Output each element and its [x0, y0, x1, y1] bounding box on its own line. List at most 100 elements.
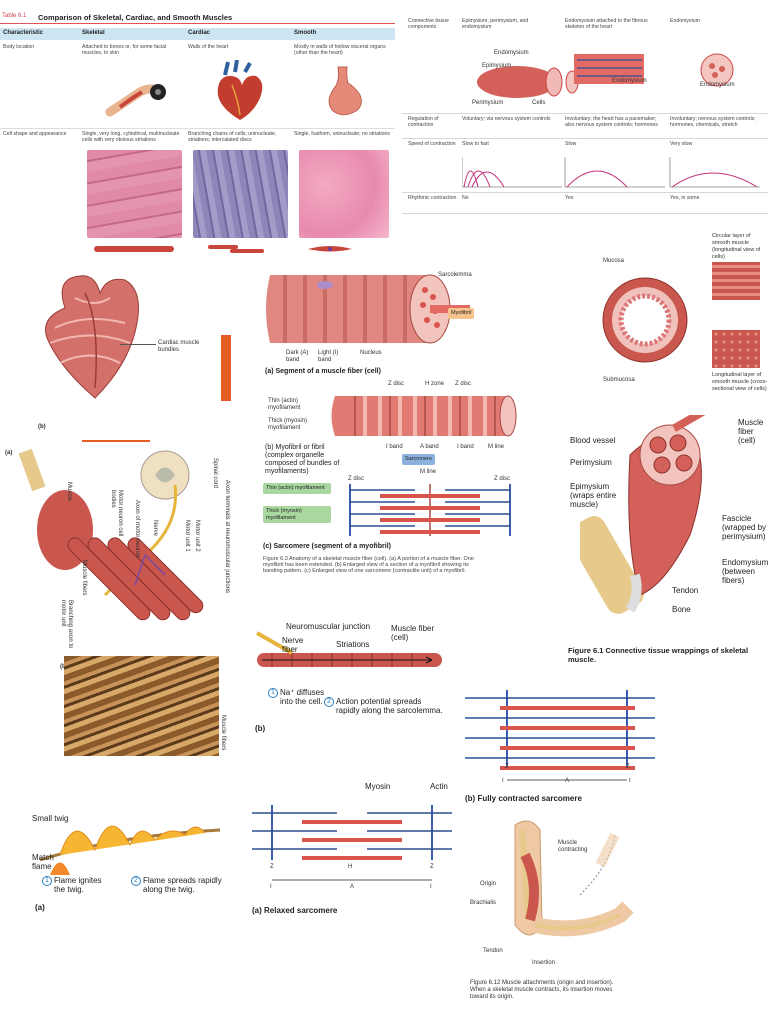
bone-label: Bone: [672, 605, 691, 614]
twig-step-1-badge: 1: [42, 876, 52, 886]
relaxed-i-2: I: [430, 884, 432, 890]
connective-cardiac: Endomysium attached to the fibrous skele…: [565, 18, 648, 31]
muscle-fiber-label: Muscle fiber (cell): [738, 418, 764, 445]
figure-6-12-caption: Figure 6.12 Muscle attachments (origin a…: [470, 980, 614, 1000]
relaxed-sarcomere-illustration: [252, 805, 452, 881]
fig-label-endomysium-3: Endomysium: [700, 82, 735, 88]
row-divider: [0, 128, 395, 129]
striations-label: Striations: [336, 640, 370, 649]
connective-wrappings-illustration: [580, 415, 720, 614]
relaxed-z-1: Z: [270, 864, 274, 870]
origin-label: Origin: [480, 881, 497, 887]
i-band-label-1: I band: [386, 444, 403, 450]
nerve-fiber-label: Nerve fiber: [282, 636, 304, 654]
body-location-skeletal: Attached to bones or, for some facial mu…: [82, 44, 167, 57]
cell-shape-label: Cell shape and appearance: [3, 131, 67, 137]
m-line-label: M line: [420, 469, 437, 475]
relaxed-a: A: [350, 884, 355, 890]
circular-layer-label: Circular layer of smooth muscle (longitu…: [712, 233, 761, 260]
longitudinal-layer-swatch: [712, 330, 760, 368]
arm-illustration: [105, 84, 166, 117]
header-row: Characteristic Skeletal Cardiac Smooth: [0, 28, 395, 40]
contracted-caption: (b) Fully contracted sarcomere: [465, 794, 582, 803]
heart-muscle-illustration: [45, 275, 139, 399]
skeletal-micrograph: [87, 150, 182, 238]
orange-rule: [82, 440, 150, 442]
nmj-micrograph: [64, 656, 219, 756]
nmj-label: Neuromuscular junction: [286, 622, 371, 631]
relaxed-i-1: I: [270, 884, 272, 890]
table-title-bar: Table 6.1 Comparison of Skeletal, Cardia…: [0, 10, 395, 24]
contracted-z-2: Z: [626, 764, 630, 770]
cardiac-micrograph: [193, 150, 288, 238]
thick-myofilament-label: Thick (myosin) myofilament: [268, 418, 308, 431]
caption-c: (c) Sarcomere (segment of a myofibril): [263, 543, 391, 550]
regulation-skeletal: Voluntary; via nervous system controls: [462, 116, 551, 122]
nmj-step-2: Action potential spreads rapidly along t…: [336, 697, 443, 715]
header-skeletal: Skeletal: [82, 30, 105, 36]
contracted-sarcomere-illustration: [465, 690, 655, 781]
speed-smooth: Very slow: [670, 141, 693, 147]
nucleus-label: Nucleus: [360, 350, 382, 356]
muscle-fiber-segment: [266, 274, 470, 344]
contracted-i-2: I: [629, 778, 631, 784]
z-disc-label-1: Z disc: [388, 381, 405, 387]
motor-panel-b: (b): [60, 664, 68, 671]
cell-shape-skeletal: Single, very long, cylindrical, multinuc…: [82, 131, 180, 144]
twig-step-1: Flame ignites the twig.: [54, 876, 102, 894]
spinal-cord-label: Spinal cord: [212, 458, 218, 489]
epimysium-label: Epimysium (wraps entire muscle): [570, 482, 617, 509]
leader-line: [120, 344, 156, 345]
sarcomere-illustration: [349, 484, 511, 536]
fig-label-cells: Cells: [532, 100, 546, 106]
branching-axon-label: Branching axon to motor unit: [60, 600, 73, 649]
regulation-label: Regulation of contraction: [408, 116, 439, 129]
cell-shape-cardiac: Branching chains of cells; uninucleate, …: [188, 131, 277, 144]
title-rule: [0, 23, 395, 24]
myosin-label: Myosin: [365, 782, 391, 791]
relaxed-h: H: [348, 864, 353, 870]
caption-b: (b) Myofibril or fibril (complex organel…: [265, 444, 340, 475]
speed-curves: [462, 157, 760, 188]
relaxed-caption: (a) Relaxed sarcomere: [252, 906, 338, 915]
muscle-contracting-label: Muscle contracting: [558, 840, 588, 853]
mucosa-label: Mucosa: [603, 258, 625, 264]
connective-skeletal: Epimysium, perimysium, and endomysium: [462, 18, 529, 31]
step-2-badge: 2: [324, 697, 334, 707]
muscle-fibers-label-2: Muscle fibers: [220, 715, 226, 751]
thick-myofilament-chip: Thick (myosin) myofilament: [263, 506, 331, 523]
smooth-micrograph: [299, 150, 389, 238]
figure-6-1-caption: Figure 6.1 Connective tissue wrappings o…: [568, 646, 749, 664]
nmj-illustration: [256, 631, 442, 667]
twig-panel: (a): [35, 903, 45, 912]
twig-step-2: Flame spreads rapidly along the twig.: [143, 876, 222, 894]
contracted-a: A: [565, 778, 570, 784]
row-divider: [402, 138, 768, 139]
motor-unit-1-label: Motor unit 1: [184, 520, 190, 552]
h-zone-label: H zone: [425, 381, 445, 387]
submucosa-label: Submucosa: [603, 377, 635, 383]
muscle-fibers-label: Muscle fibers: [81, 560, 87, 596]
rhythmic-cardiac: Yes: [565, 195, 574, 201]
body-location-smooth: Mostly in walls of hollow visceral organ…: [294, 44, 386, 57]
dark-band-label: Dark (A) band: [286, 350, 309, 363]
cell-shape-smooth: Single, fusiform, uninucleate; no striat…: [294, 131, 391, 137]
cell-sketches: [94, 245, 352, 253]
match-flame-label: Match flame: [32, 853, 54, 871]
tendon-label: Tendon: [672, 586, 699, 595]
thin-myofilament-label: Thin (actin) myofilament: [268, 398, 301, 411]
header-cardiac: Cardiac: [188, 30, 211, 36]
myofibril-illustration: [331, 395, 517, 437]
m-line-label-top: M line: [488, 444, 505, 450]
actin-label: Actin: [430, 782, 448, 791]
axon-motor-neuron-label: Axon of motor neuron: [134, 500, 140, 558]
rhythmic-label: Rhythmic contraction: [408, 195, 457, 201]
arm-muscle-illustration: [514, 820, 634, 937]
twig-illustration: [39, 825, 221, 875]
row-divider: [402, 192, 768, 193]
header-characteristic: Characteristic: [3, 30, 44, 36]
motor-panel-a: (a): [5, 450, 13, 456]
step-1-badge: 1: [268, 688, 278, 698]
muscle-label: Muscle: [66, 482, 72, 502]
brachialis-label: Brachialis: [470, 900, 497, 906]
